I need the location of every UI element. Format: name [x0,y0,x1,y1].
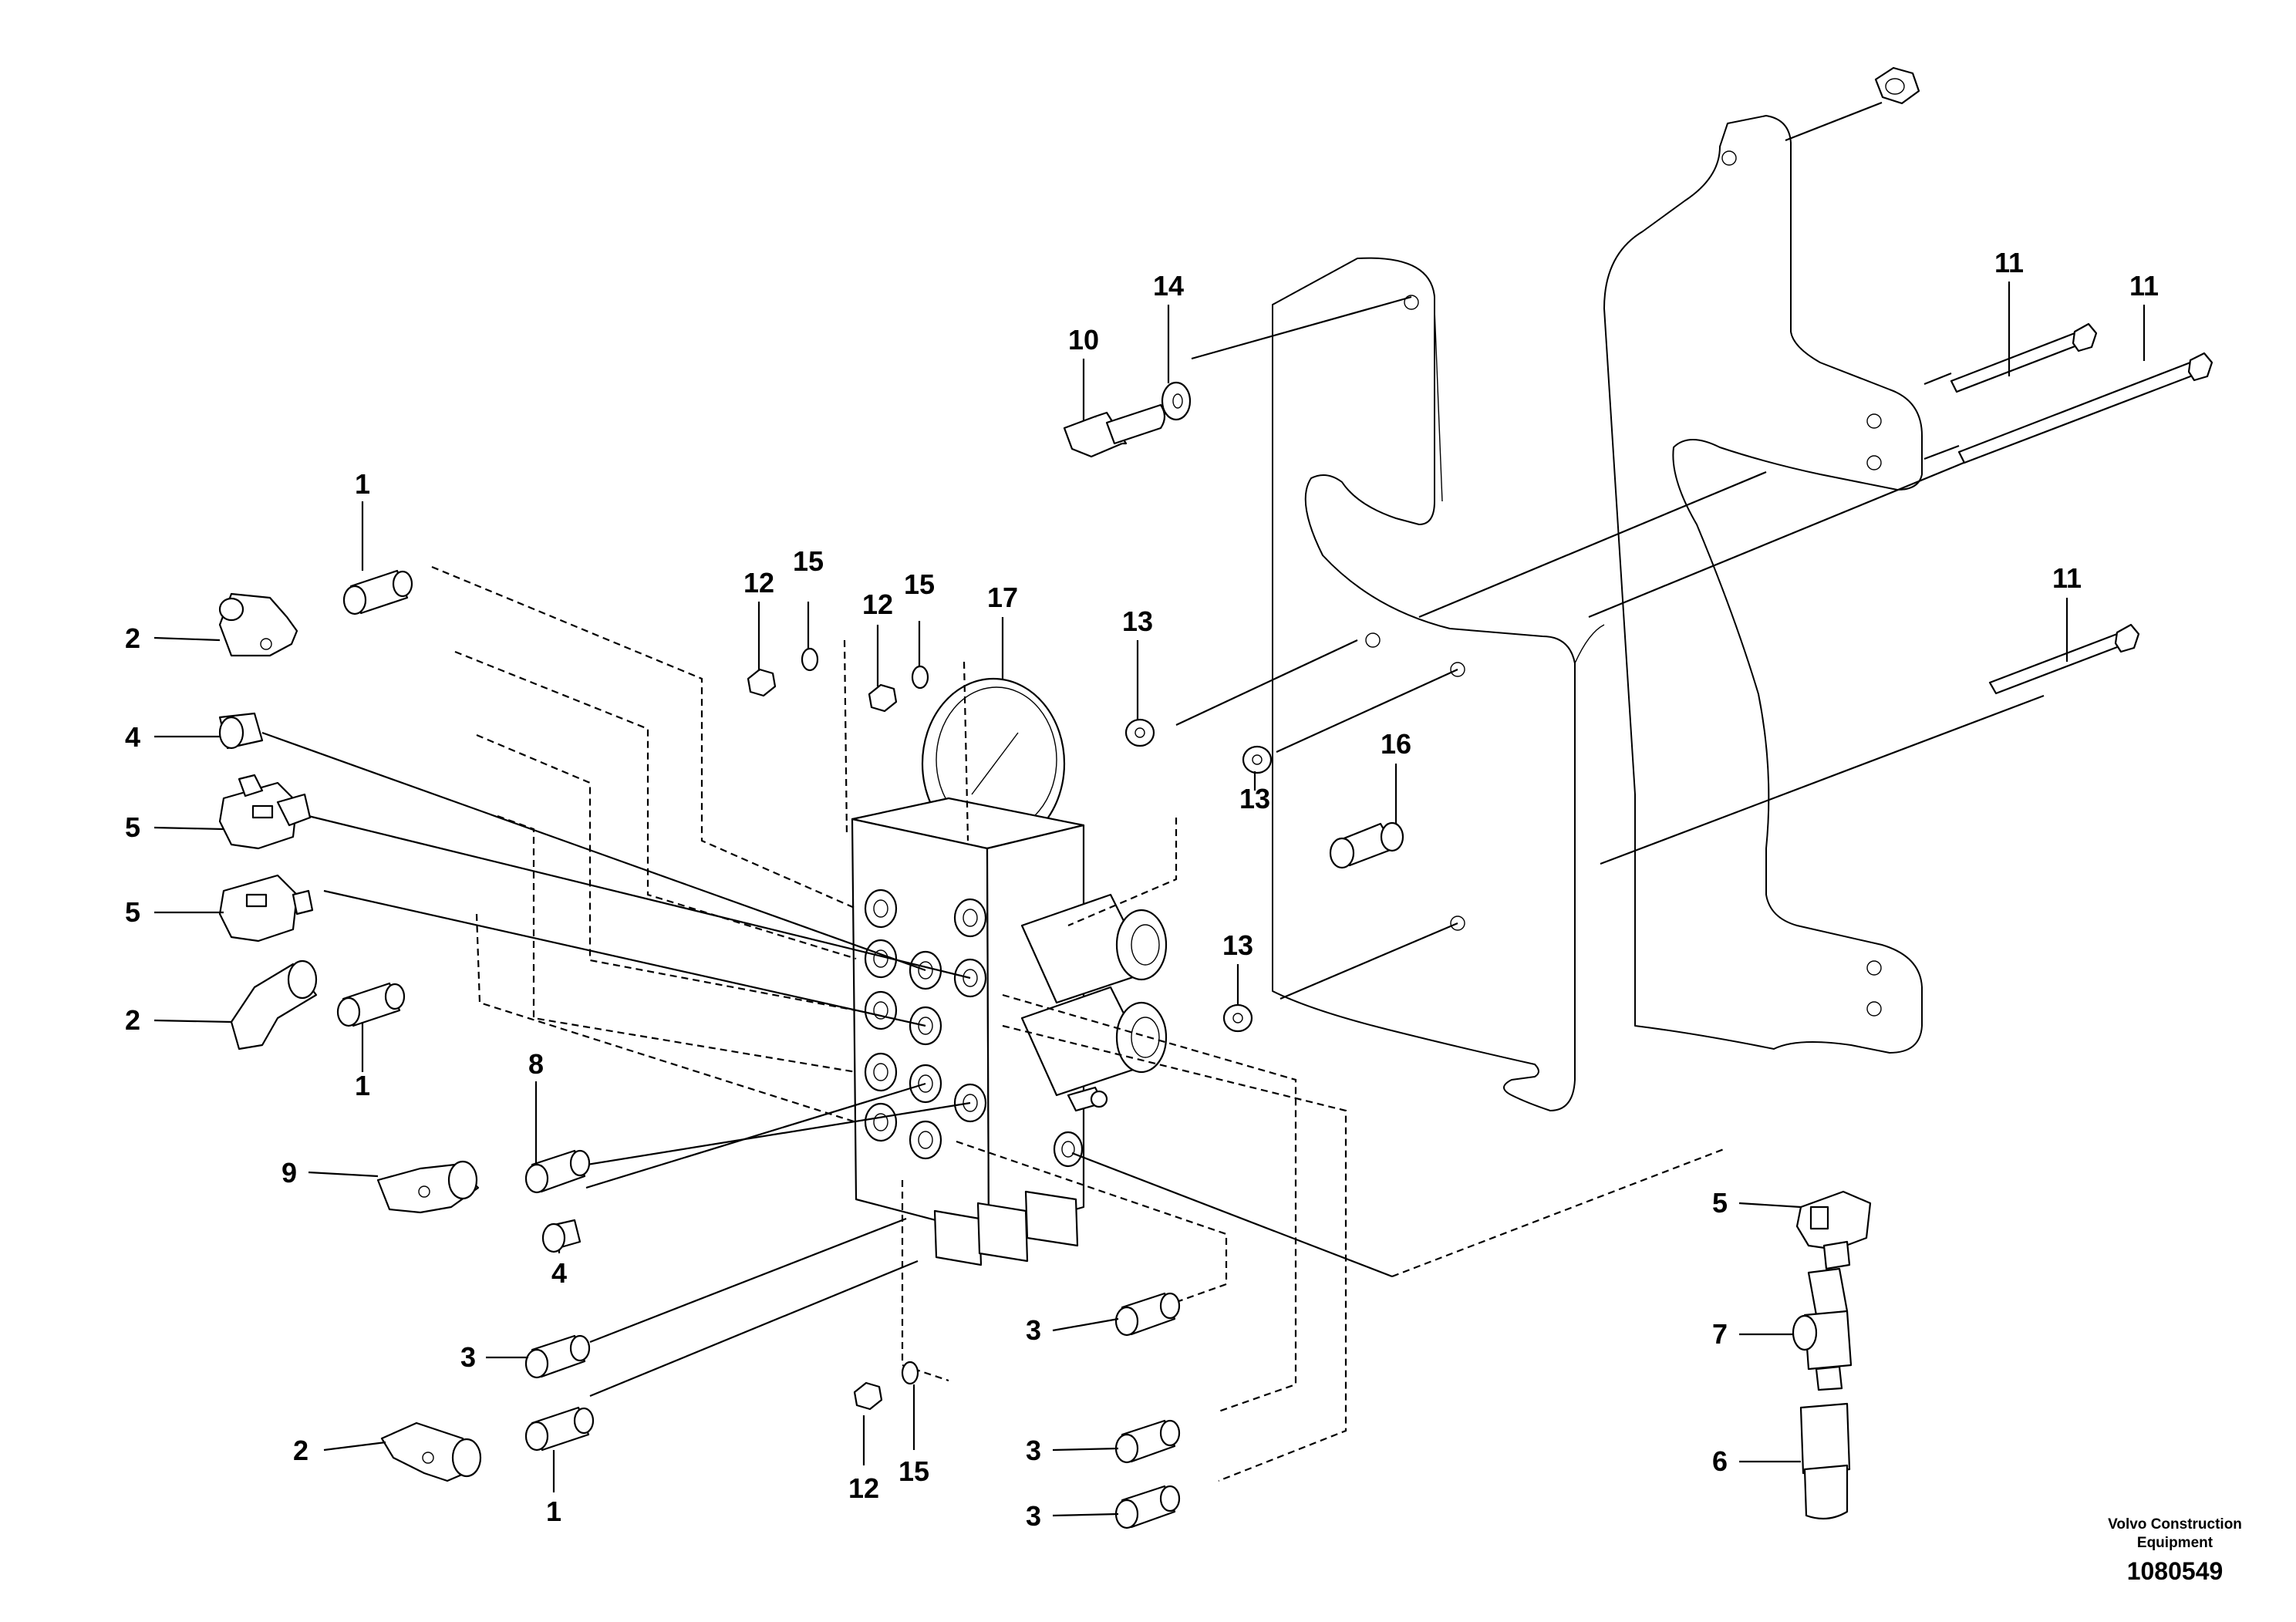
callout-3: 3 [1026,1435,1041,1466]
callout-3: 3 [460,1341,476,1373]
callout-11: 11 [1994,247,2024,278]
callout-14: 14 [1153,270,1184,302]
callout-13: 13 [1122,605,1153,637]
adapter-3-right-3 [1114,1485,1181,1529]
adapter-1-bottom [524,1406,595,1452]
callout-6: 6 [1712,1445,1728,1477]
callout-17: 17 [987,582,1018,613]
valve-bottom-coils [933,1190,1079,1266]
callout-labels: 1 2 4 5 5 2 1 8 9 4 3 2 1 12 15 12 15 17… [125,247,2159,1532]
elbow-2-mid [230,959,318,1050]
callout-2: 2 [125,1004,140,1036]
leader-lines [153,282,2146,1517]
hex-nut [1874,66,1920,105]
callout-8: 8 [528,1048,544,1080]
callout-12: 12 [743,567,774,599]
elbow-2-bottom [380,1421,482,1482]
callout-7: 7 [1712,1318,1728,1350]
washer-14 [1161,381,1192,421]
callout-12: 12 [862,588,893,620]
connection-solid-lines [261,731,1393,1398]
callout-3: 3 [1026,1314,1041,1346]
bolt-10 [1063,403,1166,458]
callout-2: 2 [293,1435,308,1466]
washer-13-upper [1124,718,1155,747]
axis-lines [1114,101,2068,1000]
tee-5-lower [218,874,314,943]
valve-cartridges [1020,893,1168,1112]
long-bolt-upper-2 [1957,352,2213,464]
callout-1: 1 [546,1496,561,1527]
elbow-9 [376,1160,480,1214]
callout-5: 5 [125,896,140,928]
fitting-6 [1799,1402,1851,1520]
drawing-number: 1080549 [2127,1557,2224,1585]
connection-dashed-lines [431,565,1725,1482]
callout-12: 12 [848,1472,879,1504]
valve-ports [864,889,1084,1168]
callout-1: 1 [355,1070,370,1101]
callout-9: 9 [282,1157,297,1189]
callout-2: 2 [125,622,140,654]
callout-13: 13 [1239,783,1270,814]
nut-12-mid [868,683,898,713]
washer-15-bottom [901,1361,919,1385]
adapter-3-right-2 [1114,1419,1181,1464]
callout-11: 11 [2129,270,2159,302]
washer-15-left [801,647,819,672]
callout-5: 5 [1712,1187,1728,1219]
callout-3: 3 [1026,1500,1041,1532]
plug-4-bottom [541,1219,582,1253]
long-bolt-upper-1 [1950,322,2098,393]
plug-4-top [218,712,264,750]
callout-15: 15 [793,545,824,577]
long-bolt-lower [1988,623,2140,695]
washer-13-mid [1242,745,1273,774]
tee-5-right [1795,1190,1872,1270]
callout-1: 1 [355,468,370,500]
adapter-3-left [524,1334,591,1379]
fitting-16 [1329,821,1404,869]
callout-4: 4 [125,721,140,753]
brand-line-2: Equipment [2137,1535,2213,1551]
adapter-1-top [342,569,413,615]
title-block: Volvo Construction Equipment 1080549 [2108,1516,2242,1585]
adapter-8 [524,1149,591,1194]
callout-16: 16 [1381,728,1411,760]
adapter-1-mid [336,982,406,1027]
callout-5: 5 [125,811,140,843]
brand-line-1: Volvo Construction [2108,1516,2242,1533]
callout-4: 4 [551,1257,567,1289]
tee-7 [1792,1267,1853,1391]
washer-15-mid [911,665,929,690]
callout-15: 15 [899,1455,929,1487]
adapter-3-right-1 [1114,1292,1181,1337]
elbow-2-top [218,592,298,657]
nut-12-bottom [853,1381,883,1411]
washer-13-lower [1222,1003,1253,1033]
callout-15: 15 [904,568,935,600]
nut-12-left [747,668,777,697]
callout-10: 10 [1068,324,1099,356]
callout-11: 11 [2052,562,2082,594]
callout-13: 13 [1222,929,1253,961]
tee-5-upper [218,774,312,850]
valve-block [851,797,1168,1266]
